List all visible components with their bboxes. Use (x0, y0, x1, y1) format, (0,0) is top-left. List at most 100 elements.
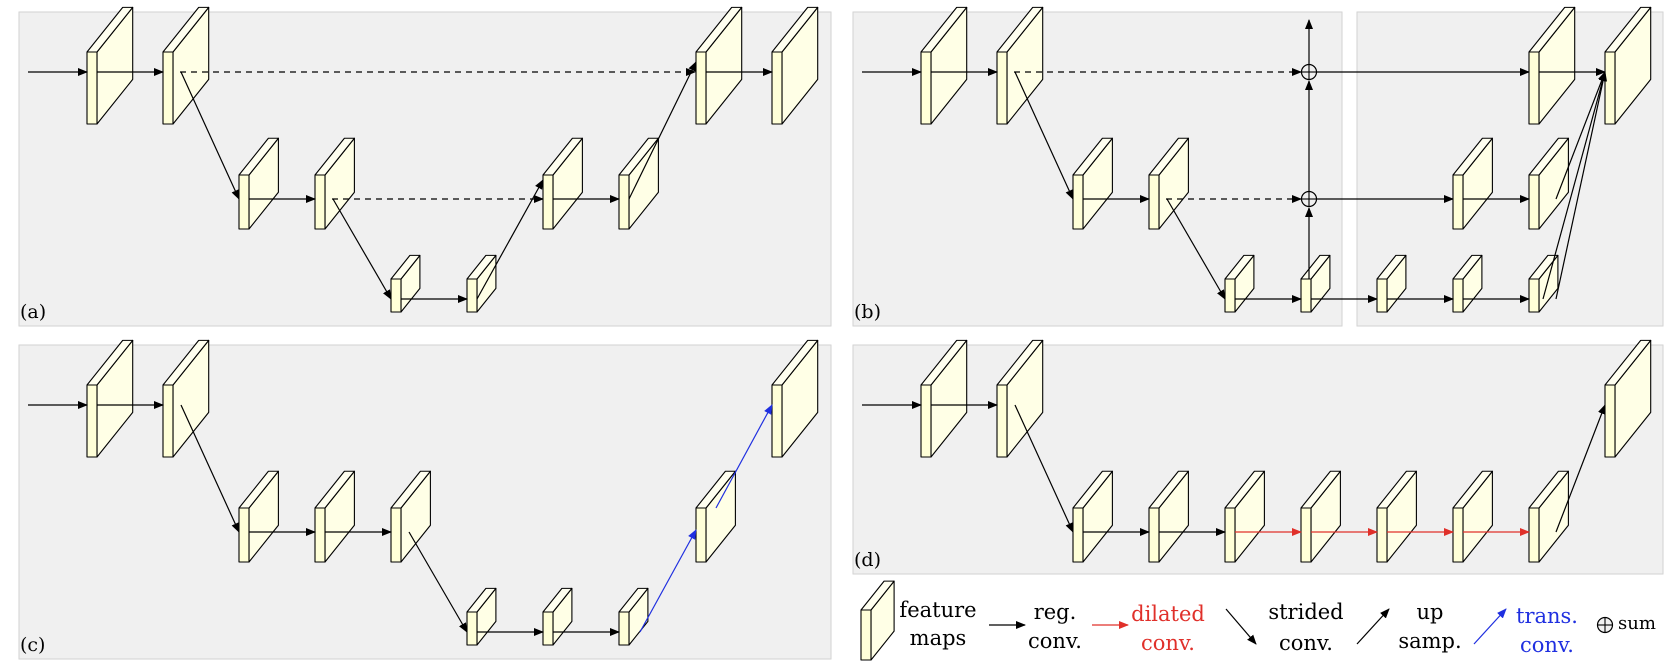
sum-node (1300, 63, 1318, 81)
feature-map-front (771, 384, 783, 458)
feature-map-front (1224, 278, 1236, 313)
feature-map-front (238, 174, 250, 230)
strided-arrow (408, 531, 468, 633)
legend-dilated-conv-label-1: dilated (1131, 602, 1205, 626)
feature-map-block (542, 587, 573, 646)
legend-strided-conv-label-2: conv. (1279, 631, 1333, 655)
legend-up-samp-label-2: samp. (1398, 629, 1461, 653)
strided-arrow (1166, 198, 1226, 300)
strided-arrow (1014, 404, 1074, 533)
feature-map-block (1452, 470, 1493, 563)
feature-map-front (162, 51, 174, 125)
feature-map-front (1148, 507, 1160, 563)
feature-map-block (314, 470, 355, 563)
panel-label-d: (d) (854, 549, 881, 571)
feature-map-front (1300, 278, 1312, 313)
upsample-arrow (1555, 404, 1606, 533)
feature-map-block (1148, 137, 1189, 230)
feature-map-front (542, 611, 554, 646)
feature-map-block (1376, 254, 1407, 313)
diagram-shapes (28, 6, 1652, 661)
strided-arrow (180, 71, 240, 200)
legend-trans-conv-label-1: trans. (1516, 604, 1578, 628)
feature-map-front (771, 51, 783, 125)
feature-map-front (860, 609, 872, 661)
feature-map-front (1452, 278, 1464, 313)
feature-map-block (1224, 254, 1255, 313)
feature-map-front (695, 507, 707, 563)
feature-map-block (920, 6, 968, 125)
feature-map-front (695, 51, 707, 125)
upsample-arrow (1542, 71, 1607, 300)
feature-map-front (1376, 278, 1388, 313)
feature-map-block (1072, 470, 1113, 563)
feature-map-block (542, 137, 583, 230)
feature-map-front (466, 611, 478, 646)
legend-feature-maps-label-1: feature (899, 598, 976, 622)
feature-map-block (86, 339, 134, 458)
feature-map-front (618, 611, 630, 646)
feature-map-block (1528, 137, 1569, 230)
feature-map-front (1072, 507, 1084, 563)
feature-map-block (860, 580, 895, 661)
feature-map-front (162, 384, 174, 458)
feature-map-front (618, 174, 630, 230)
legend-strided-conv-arrow (1225, 608, 1257, 645)
feature-map-block (86, 6, 134, 125)
feature-map-block (1224, 470, 1265, 563)
legend-trans-conv-arrow (1473, 608, 1507, 645)
feature-map-block (390, 470, 431, 563)
panel-label-b: (b) (854, 301, 881, 323)
sum-node (1300, 190, 1318, 208)
strided-arrow (1014, 71, 1074, 200)
feature-map-front (1072, 174, 1084, 230)
feature-map-block (771, 339, 819, 458)
legend-feature-maps-label-2: maps (910, 626, 967, 650)
feature-map-front (86, 51, 98, 125)
feature-map-front (1300, 507, 1312, 563)
feature-map-block (1528, 254, 1559, 313)
feature-map-front (1604, 384, 1616, 458)
feature-map-block (1452, 254, 1483, 313)
panel-label-c: (c) (20, 634, 45, 656)
feature-map-block (771, 6, 819, 125)
feature-map-block (1376, 470, 1417, 563)
legend-up-samp-label-1: up (1417, 600, 1444, 624)
feature-map-block (618, 587, 649, 646)
feature-map-front (1452, 174, 1464, 230)
feature-map-front (238, 507, 250, 563)
feature-map-block (1528, 470, 1569, 563)
feature-map-front (1224, 507, 1236, 563)
legend-trans-conv-label-2: conv. (1520, 633, 1574, 657)
feature-map-block (466, 254, 497, 313)
feature-map-front (1604, 51, 1616, 125)
strided-arrow (180, 404, 240, 533)
feature-map-block (390, 254, 421, 313)
feature-map-front (1528, 507, 1540, 563)
feature-map-block (920, 339, 968, 458)
strided-arrow (332, 198, 392, 300)
feature-map-front (390, 507, 402, 563)
feature-map-block (1148, 470, 1189, 563)
feature-map-block (618, 137, 659, 230)
feature-map-front (996, 384, 1008, 458)
feature-map-block (314, 137, 355, 230)
transposed-conv-arrow (715, 404, 773, 509)
feature-map-block (695, 6, 743, 125)
feature-map-front (1528, 174, 1540, 230)
legend-reg-conv-label-2: conv. (1028, 629, 1082, 653)
feature-map-front (1452, 507, 1464, 563)
feature-map-front (314, 174, 326, 230)
feature-map-front (86, 384, 98, 458)
feature-map-front (1148, 174, 1160, 230)
feature-map-block (1604, 6, 1652, 125)
upsample-arrow (628, 61, 697, 200)
feature-map-front (542, 174, 554, 230)
legend-reg-conv-label-1: reg. (1034, 600, 1077, 624)
feature-map-front (1528, 278, 1540, 313)
feature-map-front (996, 51, 1008, 125)
feature-map-front (1528, 51, 1540, 125)
legend-sum-label: sum (1618, 613, 1656, 634)
feature-map-front (314, 507, 326, 563)
